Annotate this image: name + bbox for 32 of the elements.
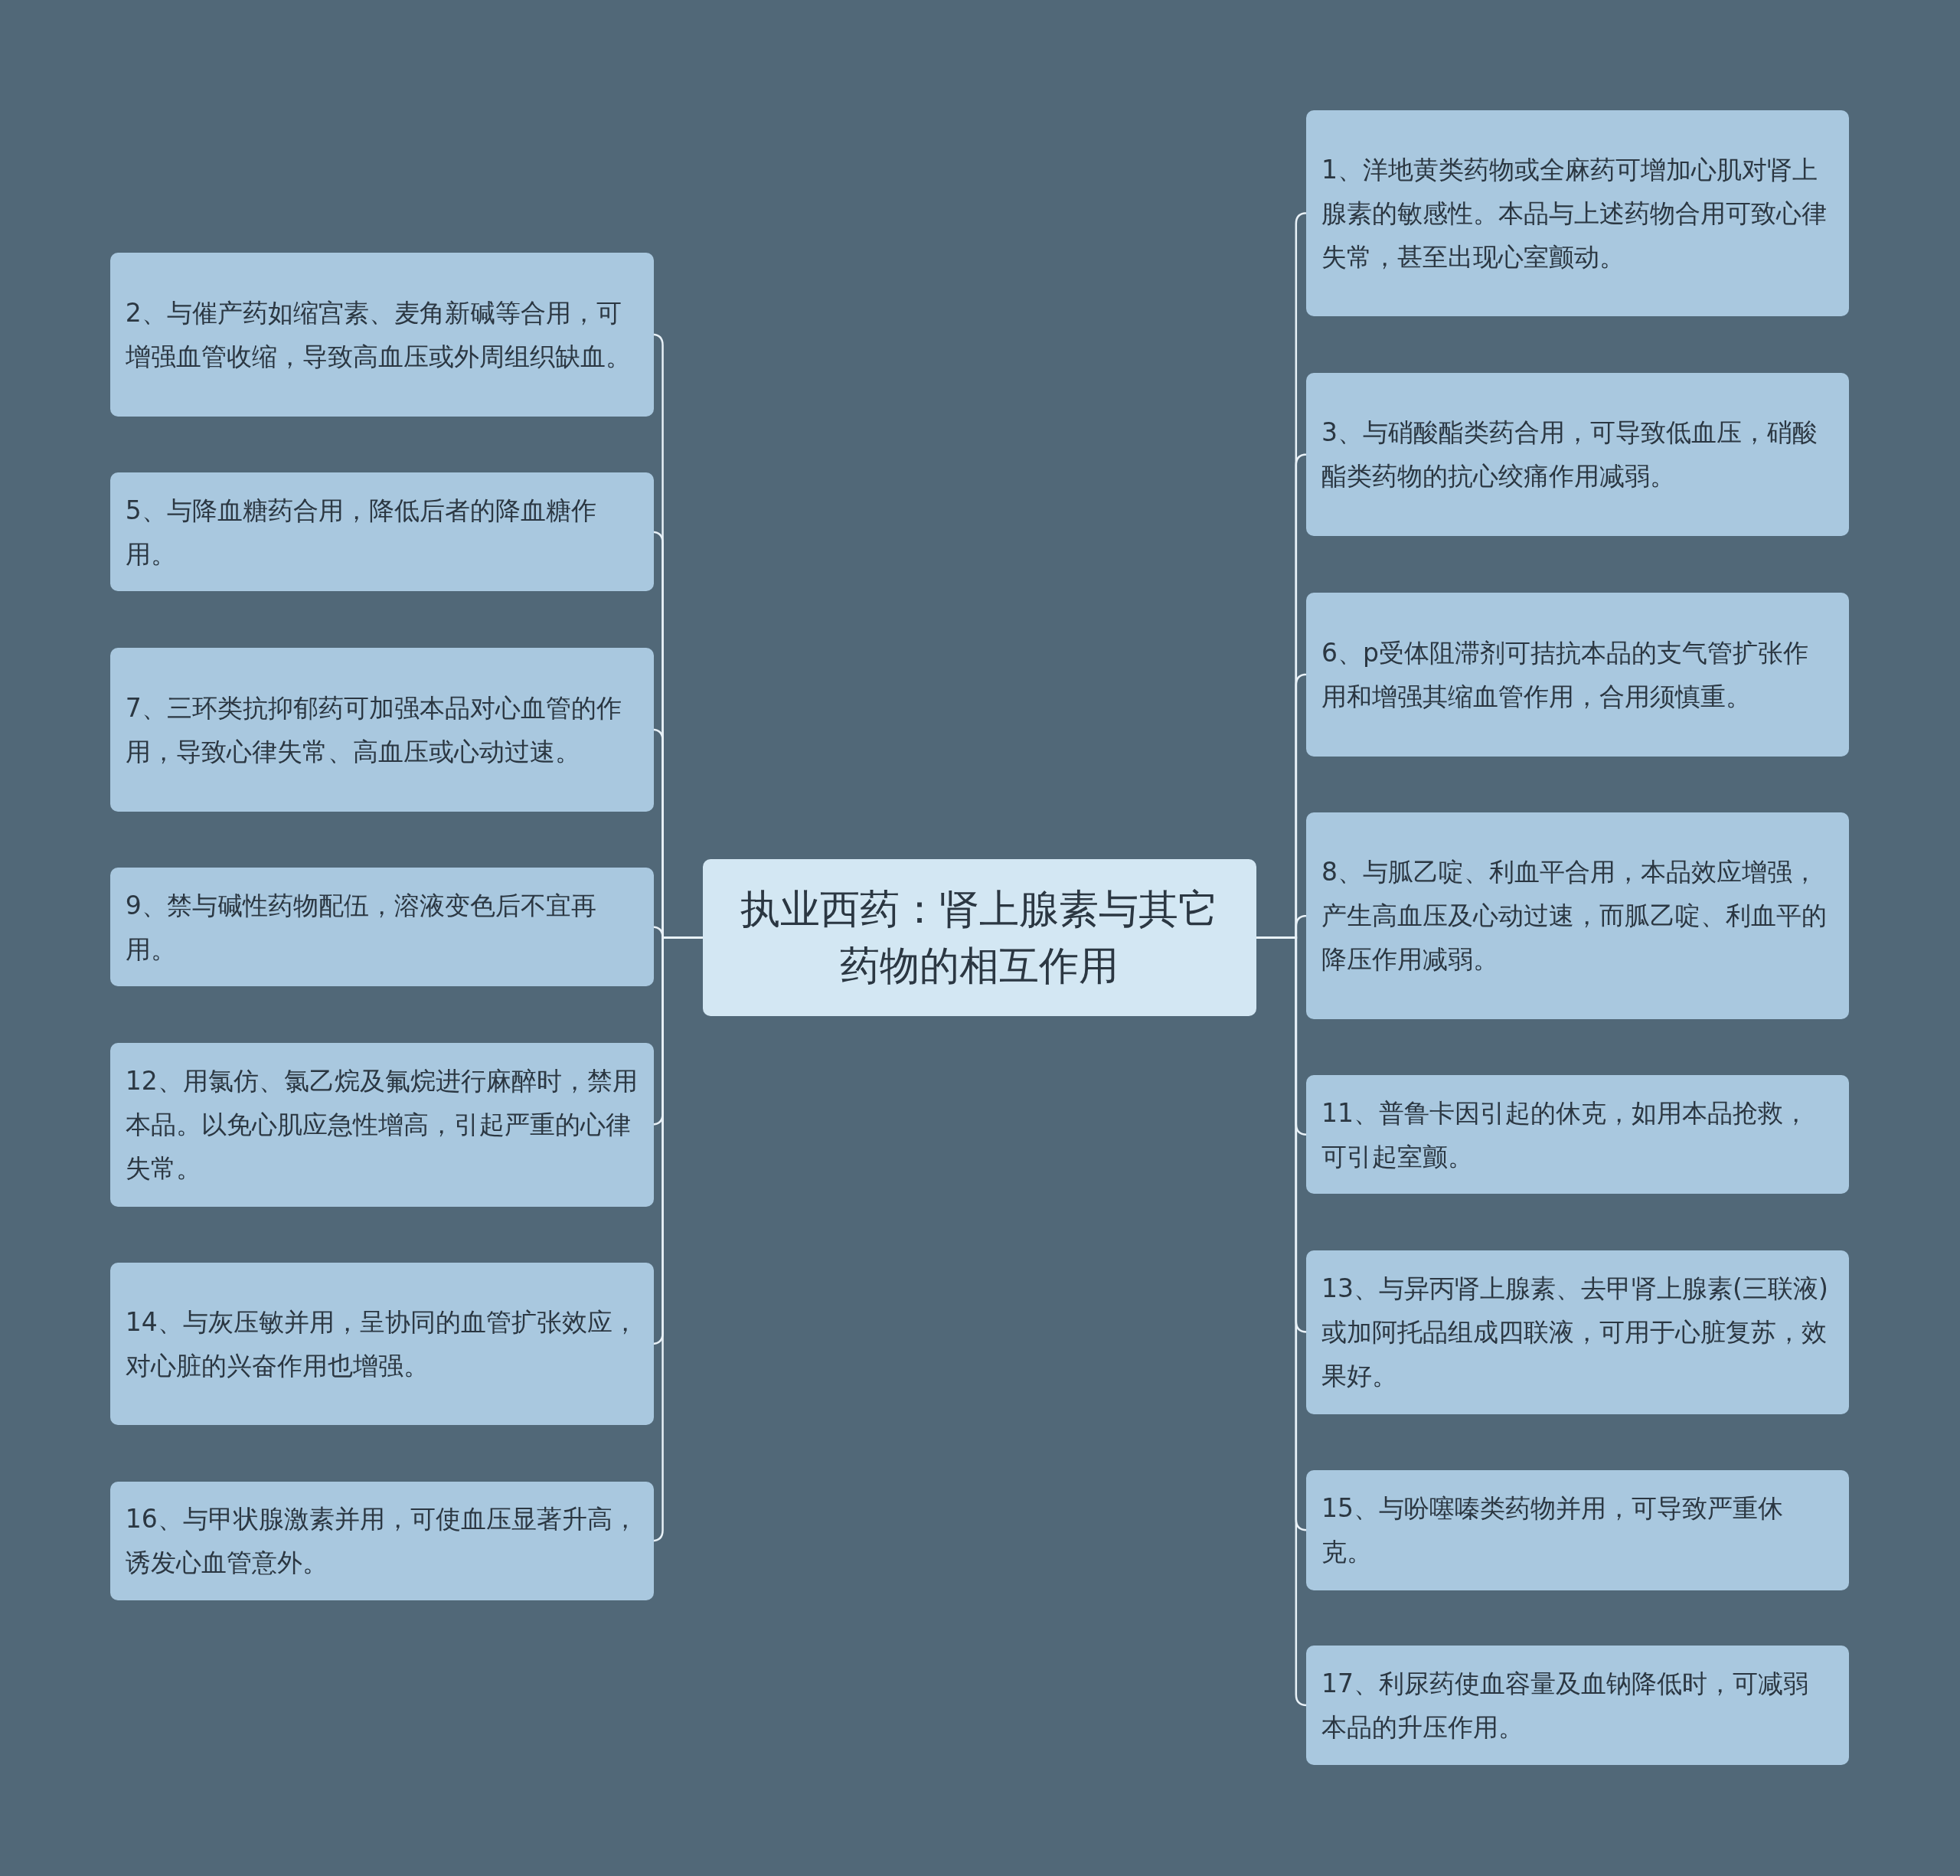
note-text: 3、与硝酸酯类药合用，可导致低血压，硝酸酯类药物的抗心绞痛作用减弱。 — [1321, 417, 1819, 493]
subtopic-box — [109, 472, 654, 592]
note-text: 14、与灰压敏并用，呈协同的血管扩张效应，对心脏的兴奋作用也增强。 — [125, 1306, 639, 1383]
note-text: 16、与甲状腺激素并用，可使血压显著升高，诱发心血管意外。 — [125, 1503, 639, 1580]
note-text: 2、与催产药如缩宫素、麦角新碱等合用，可增强血管收缩，导致高血压或外周组织缺血。 — [125, 296, 632, 373]
note-text: 5、与降血糖药合用，降低后者的降血糖作用。 — [125, 494, 597, 570]
subtopic-box — [109, 1481, 654, 1600]
note-text: 11、普鲁卡因引起的休克，如用本品抢救，可引起室颤。 — [1321, 1097, 1810, 1173]
subtopic-box — [1306, 812, 1849, 1019]
subtopic-box — [1306, 1645, 1849, 1766]
topic-box — [702, 858, 1256, 1017]
note-text: 12、用氯仿、氯乙烷及氟烷进行麻醉时，禁用本品。以免心肌应急性增高，引起严重的心律失常。 — [125, 1065, 639, 1185]
subtopic-box — [109, 252, 654, 417]
note-text: 17、利尿药使血容量及血钠降低时，可减弱本品的升压作用。 — [1321, 1667, 1810, 1744]
subtopic-box — [1306, 372, 1849, 537]
note-text: 1、洋地黄类药物或全麻药可增加心肌对肾上腺素的敏感性。本品与上述药物合用可致心律失常，甚至出现心室颤动。 — [1321, 153, 1828, 273]
note-text: 7、三环类抗抑郁药可加强本品对心血管的作用，导致心律失常、高血压或心动过速。 — [125, 691, 622, 768]
subtopic-box — [1306, 1075, 1849, 1195]
topic-text: 执业西药：肾上腺素与其它药物的相互作用 — [740, 885, 1220, 991]
subtopic-box — [1306, 109, 1849, 317]
subtopic-box — [109, 1262, 654, 1426]
note-text: 9、禁与碱性药物配伍，溶液变色后不宜再用。 — [125, 889, 597, 966]
subtopic-box — [109, 1042, 654, 1207]
subtopic-box — [1306, 1470, 1849, 1590]
subtopic-box — [109, 868, 654, 987]
note-text: 8、与胍乙啶、利血平合用，本品效应增强，产生高血压及心动过速，而胍乙啶、利血平的降压作用减弱。 — [1321, 856, 1828, 976]
subtopic-box — [1306, 592, 1849, 757]
note-text: 13、与异丙肾上腺素、去甲肾上腺素(三联液)或加阿托品组成四联液，可用于心脏复苏，效果好。 — [1321, 1273, 1829, 1393]
note-text: 15、与吩噻嗪类药物并用，可导致严重休克。 — [1321, 1492, 1785, 1569]
subtopic-box — [1306, 1250, 1849, 1414]
subtopic-box — [109, 647, 654, 812]
note-text: 6、p受体阻滞剂可拮抗本品的支气管扩张作用和增强其缩血管作用，合用须慎重。 — [1321, 636, 1810, 713]
